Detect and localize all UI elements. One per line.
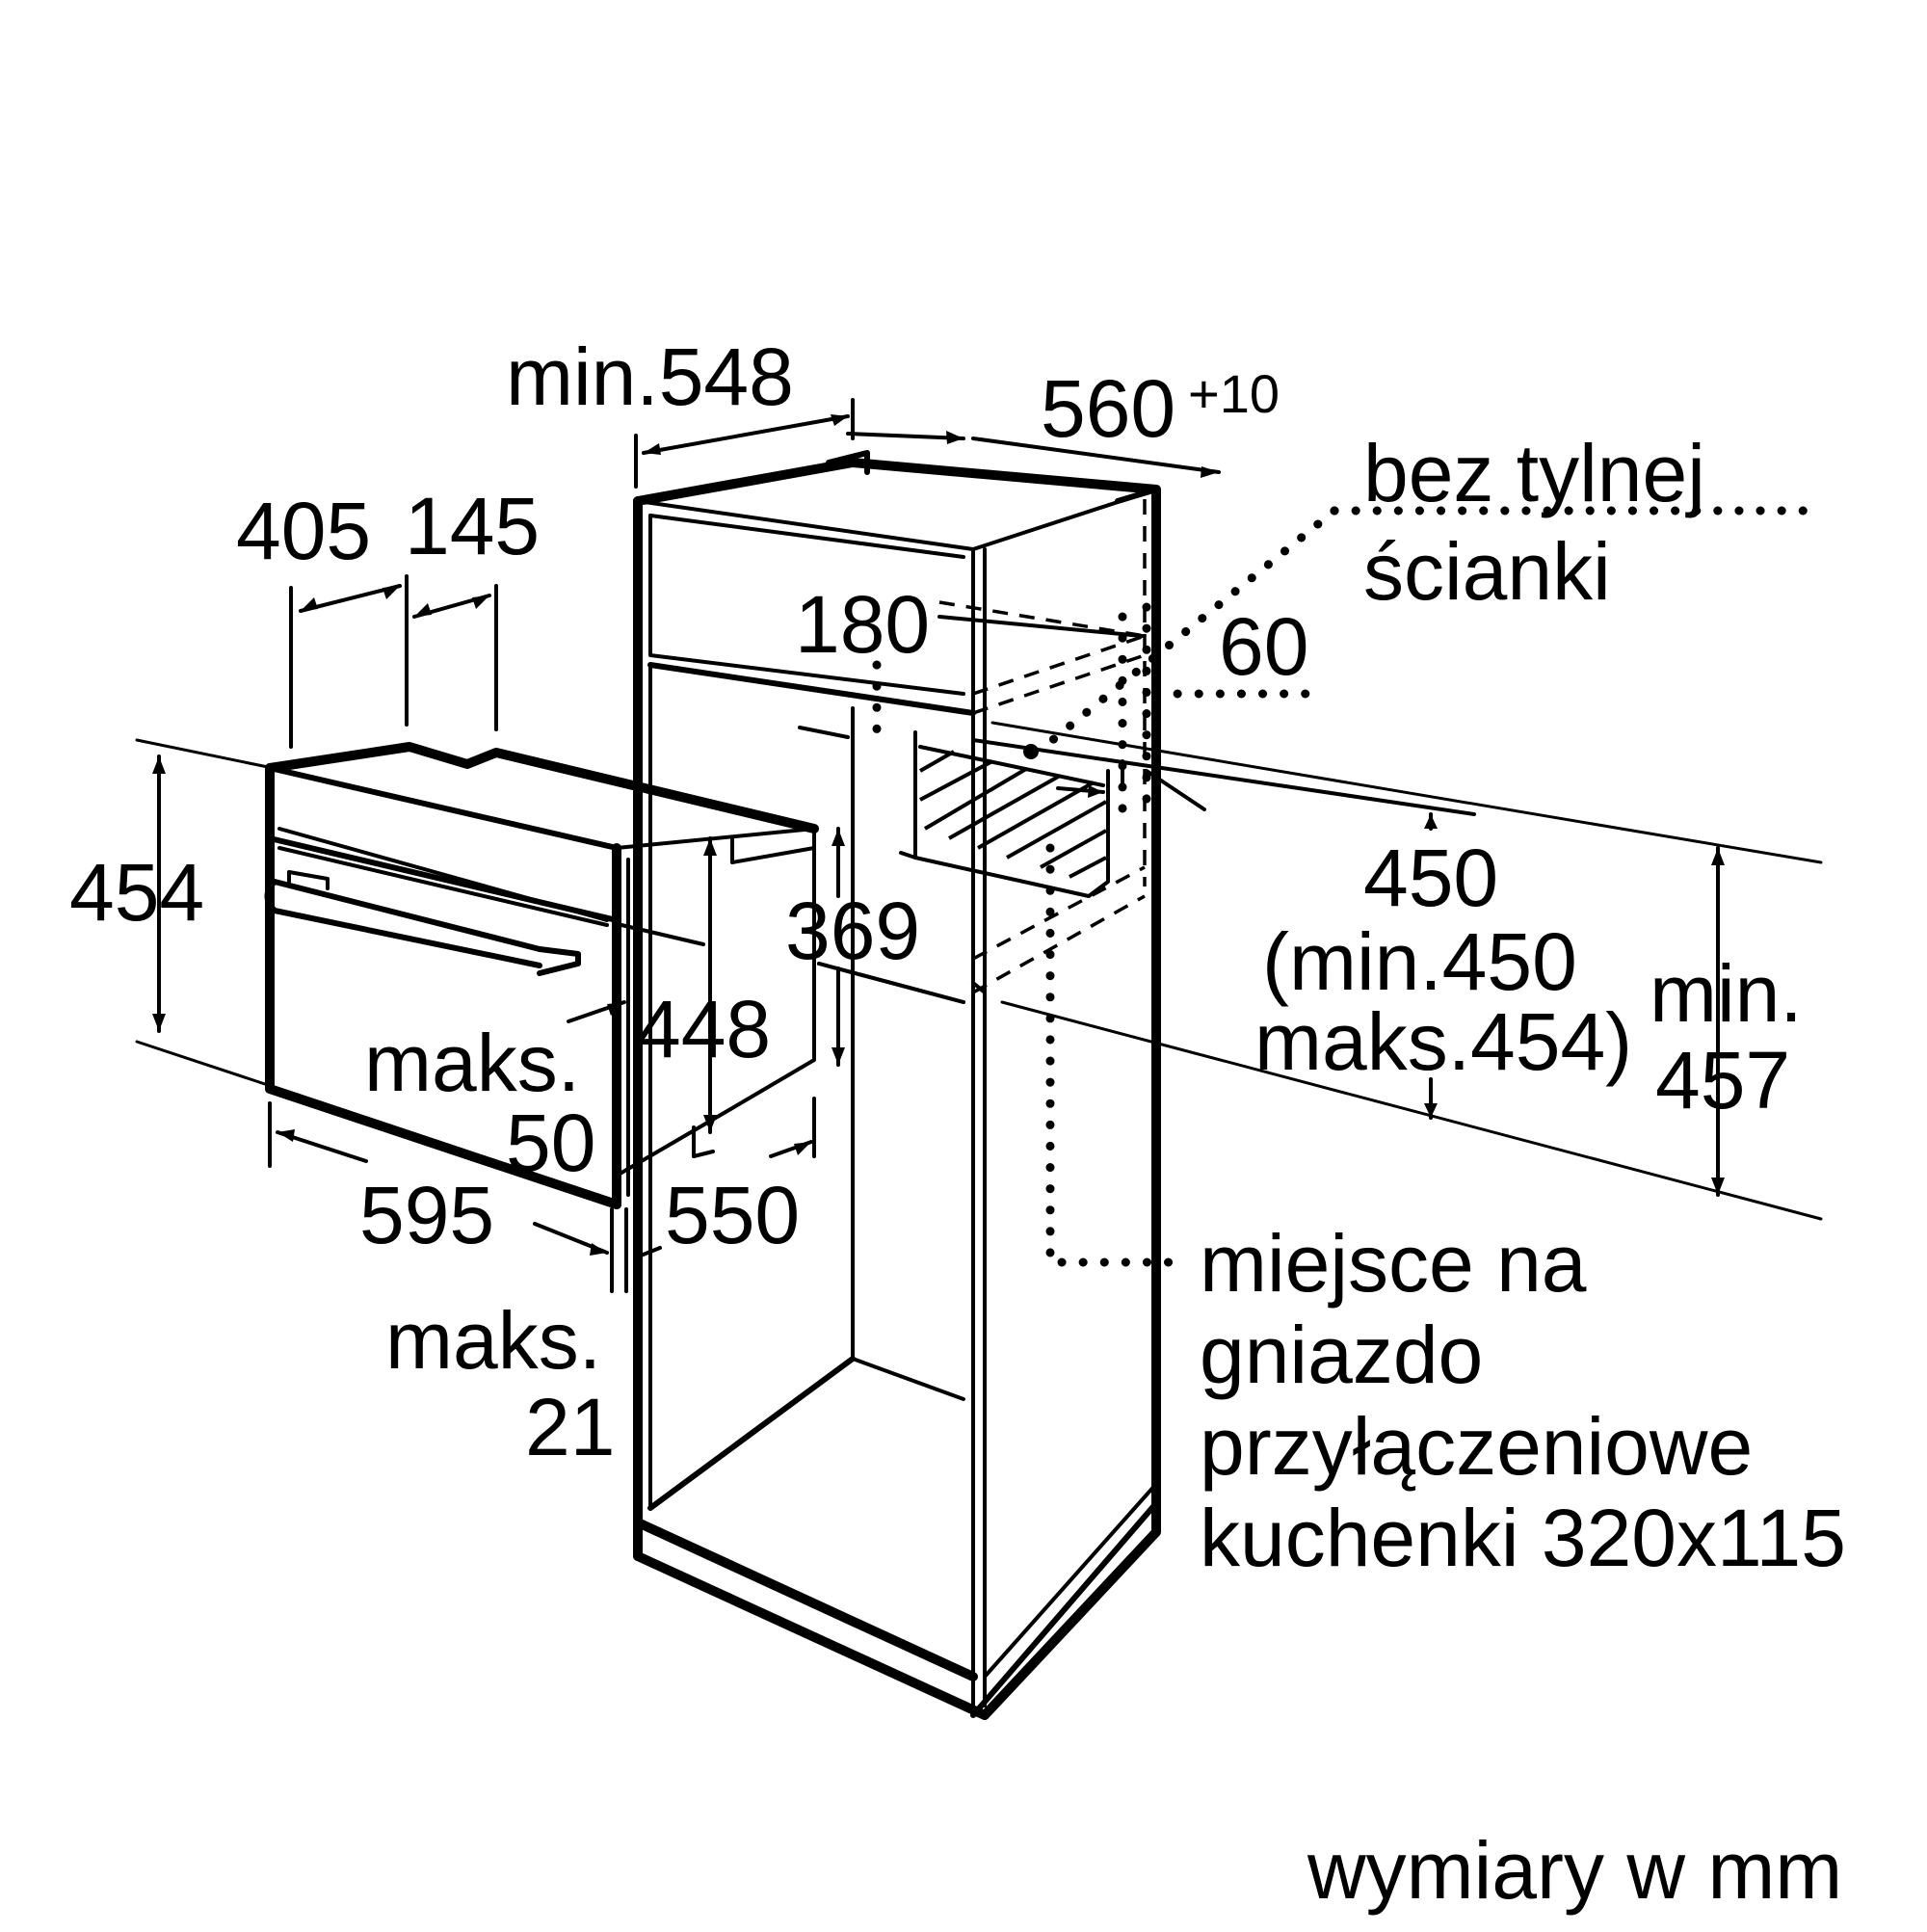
note-no-back-wall-line1: bez tylnej bbox=[1363, 428, 1705, 518]
oven bbox=[264, 742, 819, 1209]
note-socket-line2: gniazdo bbox=[1200, 1310, 1483, 1400]
dim-maks454: maks.454) bbox=[1254, 996, 1632, 1087]
leader-lines bbox=[872, 506, 1816, 1267]
dim-50: 50 bbox=[506, 1098, 595, 1188]
dim-448: 448 bbox=[636, 984, 771, 1074]
dim-145: 145 bbox=[405, 481, 540, 571]
dim-550: 550 bbox=[665, 1170, 800, 1260]
dimension-labels: min.548 560 +10 405 145 180 60 454 369 4… bbox=[69, 331, 1803, 1472]
note-socket-line3: przyłączeniowe bbox=[1200, 1401, 1753, 1492]
note-labels: bez tylnej ścianki miejsce na gniazdo pr… bbox=[1200, 428, 1846, 1916]
dim-405: 405 bbox=[236, 486, 371, 576]
dim-60: 60 bbox=[1219, 601, 1308, 692]
note-socket-line1: miejsce na bbox=[1200, 1218, 1587, 1309]
dim-min548: min.548 bbox=[506, 331, 794, 422]
note-no-back-wall-line2: ścianki bbox=[1363, 526, 1611, 617]
note-socket-line4: kuchenki 320x115 bbox=[1200, 1493, 1846, 1583]
dim-21: 21 bbox=[525, 1382, 615, 1472]
socket-hatch bbox=[919, 750, 1107, 879]
dim-maks-label-1: maks. bbox=[364, 1018, 580, 1108]
dim-595: 595 bbox=[359, 1170, 494, 1260]
dim-450: 450 bbox=[1363, 833, 1498, 923]
dim-560-tolerance: +10 bbox=[1188, 363, 1280, 424]
dim-454: 454 bbox=[69, 847, 204, 938]
dim-min450: (min.450 bbox=[1262, 916, 1577, 1007]
dim-560: 560 bbox=[1041, 363, 1175, 454]
dim-maks-label-2: maks. bbox=[385, 1295, 601, 1386]
arrowheads bbox=[152, 414, 1725, 1256]
dim-min-label: min. bbox=[1650, 948, 1803, 1039]
dim-457: 457 bbox=[1655, 1035, 1790, 1125]
dim-369: 369 bbox=[785, 886, 920, 976]
units-footer: wymiary w mm bbox=[1307, 1825, 1842, 1916]
dim-180: 180 bbox=[795, 579, 930, 670]
dimension-lines bbox=[135, 398, 1823, 1356]
